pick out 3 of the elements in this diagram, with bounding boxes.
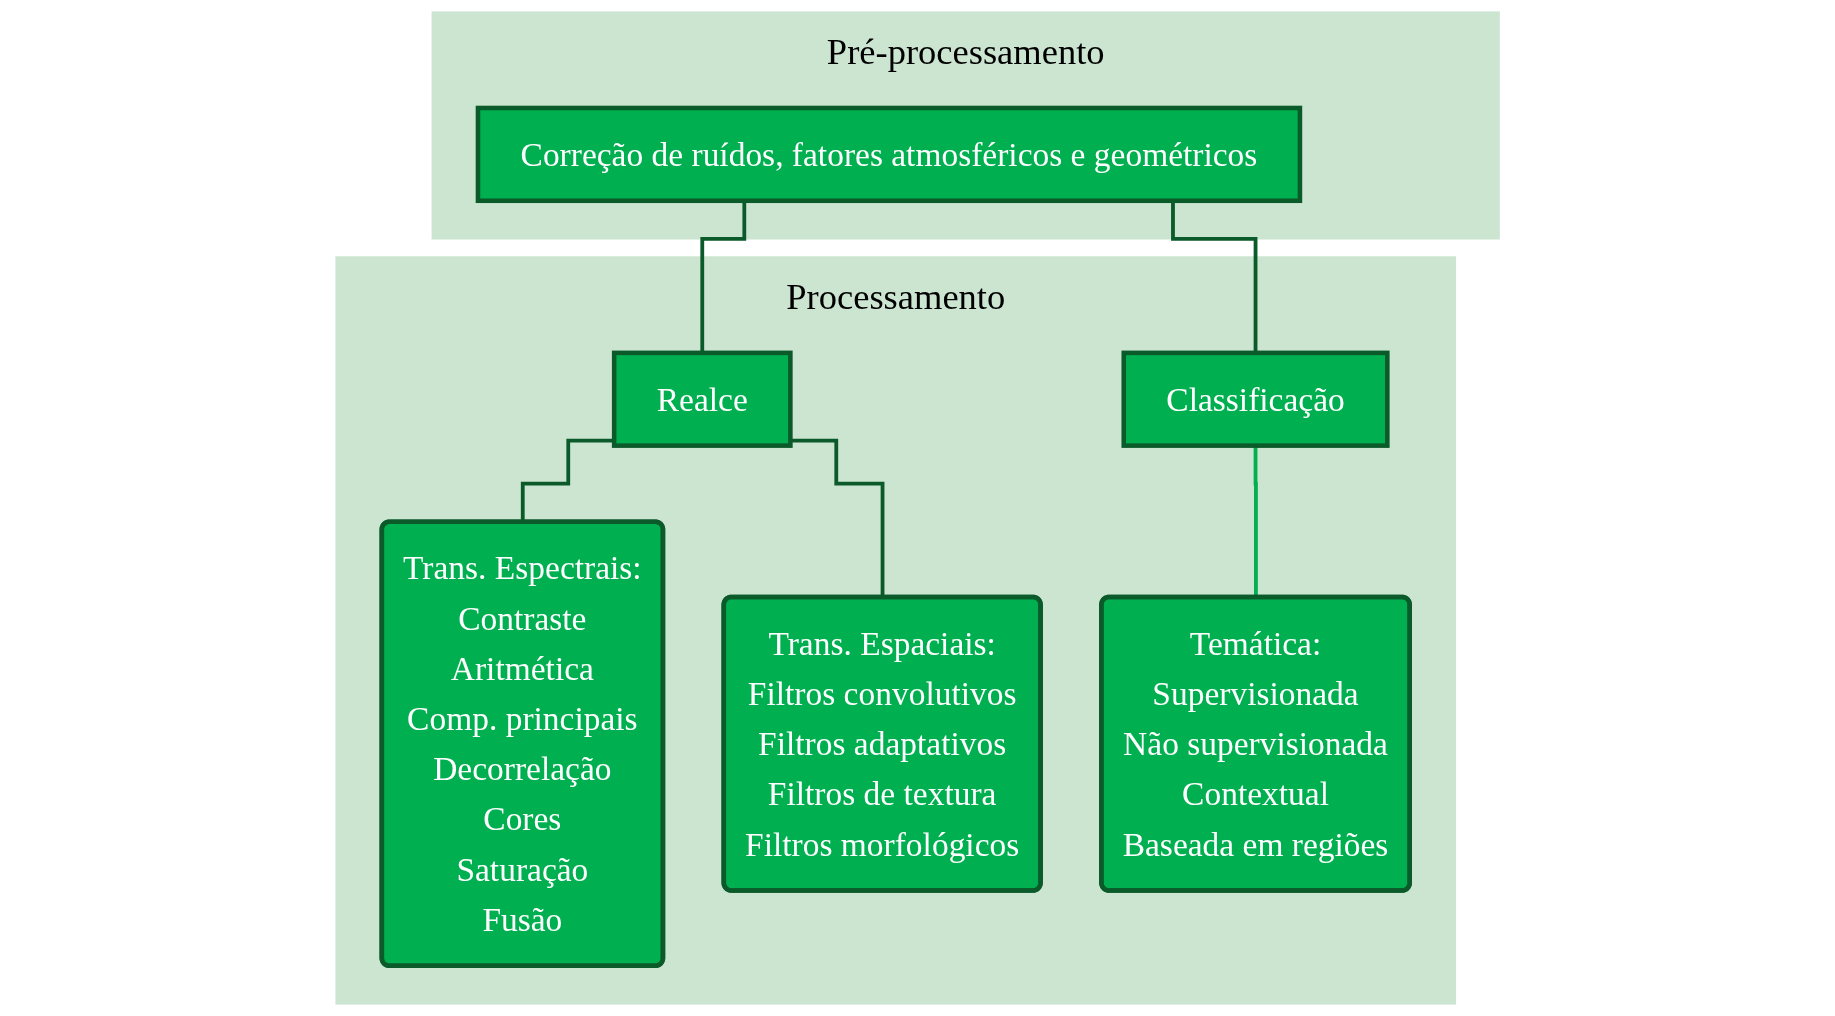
node-box: Realce xyxy=(611,350,793,448)
node-box: Classificação xyxy=(1121,350,1390,448)
node-box: Correção de ruídos, fatores atmosféricos e geométricos xyxy=(475,105,1303,204)
